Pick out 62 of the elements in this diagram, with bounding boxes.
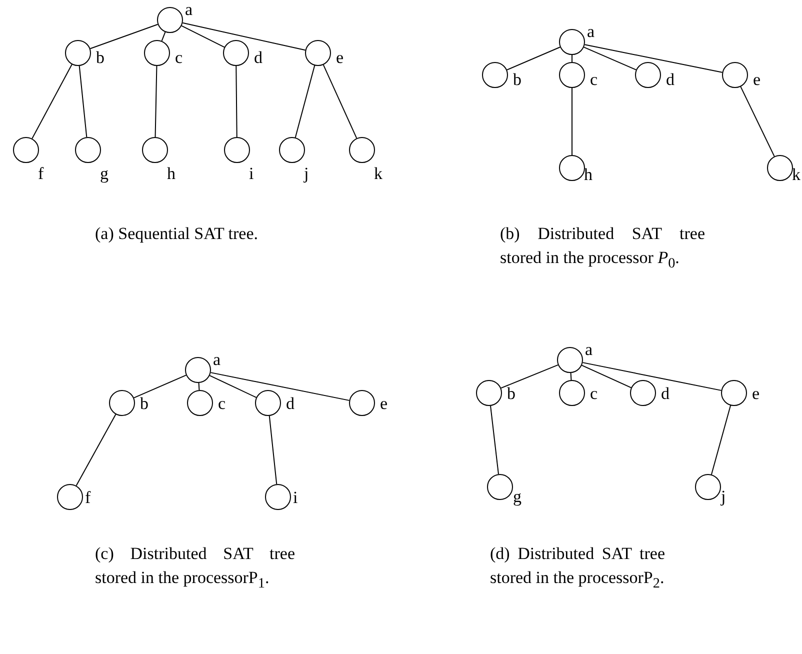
tree-edge bbox=[181, 25, 225, 48]
tree-edge bbox=[294, 65, 316, 138]
node-label: b bbox=[513, 71, 522, 89]
node-label: a bbox=[185, 1, 193, 19]
node-label: i bbox=[249, 165, 254, 183]
node-label: e bbox=[752, 385, 760, 403]
node-label: e bbox=[380, 395, 388, 413]
node-label: a bbox=[213, 351, 221, 369]
tree-edge bbox=[581, 364, 632, 388]
node-label: a bbox=[585, 341, 593, 359]
node-label: k bbox=[792, 166, 800, 184]
tree-edge bbox=[133, 374, 187, 398]
tree-edge bbox=[154, 66, 158, 138]
node-label: b bbox=[507, 385, 516, 403]
tree-edge bbox=[78, 65, 88, 138]
tree-edge bbox=[161, 32, 166, 42]
subfigure-caption: (c) Distributed SAT tree stored in the processorP$_{1}$. bbox=[95, 543, 295, 594]
node-label: c bbox=[590, 71, 598, 89]
node-label: a bbox=[587, 23, 595, 41]
subfigure-caption: (a) Sequential SAT tree. bbox=[95, 223, 260, 245]
node-label: j bbox=[721, 488, 726, 506]
tree-edge bbox=[583, 46, 637, 70]
tree-edge bbox=[268, 415, 278, 485]
tree-edge bbox=[500, 364, 558, 389]
node-label: f bbox=[85, 489, 91, 507]
tree-edge bbox=[90, 24, 158, 50]
tree-edge bbox=[198, 382, 200, 391]
node-label: d bbox=[286, 395, 294, 413]
node-label: g bbox=[100, 165, 108, 183]
tree-edge bbox=[236, 66, 238, 138]
tree-edge bbox=[584, 44, 723, 73]
node-label: e bbox=[336, 49, 344, 67]
node-label: d bbox=[661, 385, 670, 403]
tree-edge bbox=[710, 405, 732, 475]
tree-edge bbox=[32, 64, 72, 140]
node-label: h bbox=[167, 165, 176, 183]
tree-edge bbox=[209, 375, 257, 398]
tree-edge bbox=[322, 64, 358, 139]
subfigure-caption: (b) Distributed SAT tree stored in the processor P$_{0}$. bbox=[500, 223, 705, 274]
node-label: b bbox=[96, 49, 104, 67]
subfigure-caption: (d) Distributed SAT tree stored in the processorP$_{2}$. bbox=[490, 543, 665, 594]
tree-edge bbox=[76, 414, 116, 486]
node-label: i bbox=[293, 489, 298, 507]
tree-edge bbox=[582, 362, 722, 391]
node-label: e bbox=[753, 71, 761, 89]
node-label: g bbox=[513, 488, 522, 506]
node-label: d bbox=[666, 71, 674, 89]
tree-edge bbox=[740, 86, 775, 157]
tree-edge bbox=[570, 372, 572, 381]
node-label: j bbox=[304, 165, 309, 183]
node-label: c bbox=[175, 49, 183, 67]
tree-edge bbox=[210, 372, 350, 401]
tree-edge bbox=[506, 46, 561, 70]
node-label: c bbox=[590, 385, 598, 403]
node-label: d bbox=[254, 49, 262, 67]
node-label: b bbox=[140, 395, 148, 413]
node-label: c bbox=[218, 395, 226, 413]
node-label: k bbox=[374, 165, 382, 183]
tree-edge bbox=[490, 405, 499, 475]
tree-edge bbox=[182, 22, 306, 51]
node-label: f bbox=[38, 165, 44, 183]
node-label: h bbox=[584, 166, 592, 184]
